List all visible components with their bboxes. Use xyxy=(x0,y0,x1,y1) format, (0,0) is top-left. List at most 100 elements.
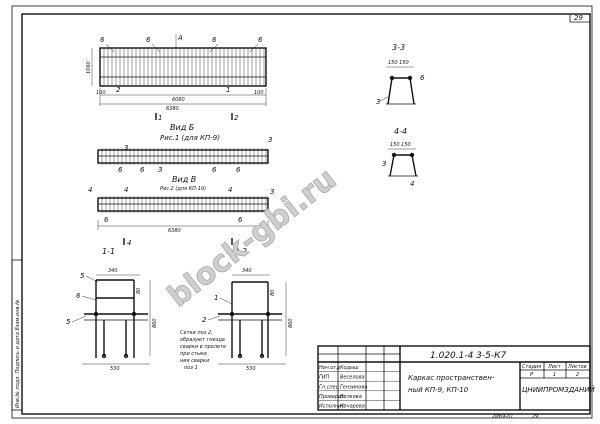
plan-rebar-ticks xyxy=(103,48,265,86)
side-strip-text: Инв.№ подл. Подпись и дата Взам.инв.№ xyxy=(15,300,21,408)
section-1-1-label-5b: 5 xyxy=(66,318,71,326)
title-block-role: Нач.отд xyxy=(319,365,340,371)
view-b-label-3c: 3 xyxy=(158,166,162,174)
section-3-3-label-6: 6 xyxy=(420,74,425,82)
plan-label-1: 1 xyxy=(226,86,230,94)
view-b-label-3b: 3 xyxy=(124,144,128,152)
section-2-2-dim-top: 340 xyxy=(242,268,252,274)
view-b-label-6d: 6 xyxy=(236,166,241,174)
title-block-person: Волкова xyxy=(340,394,362,400)
plan-view: 1060 100 6080 100 6380 1 2 6 6 6 6 A 2 1 xyxy=(86,34,267,122)
view-c-label-3: 3 xyxy=(270,188,274,196)
title-block-sheets: Листов xyxy=(567,364,587,370)
note-line-3: сварки в пролете xyxy=(180,344,226,350)
section-1-1-title: 1-1 xyxy=(102,247,115,256)
title-block-role: Гл.спец xyxy=(319,384,340,390)
view-c-label-6b: 6 xyxy=(238,216,243,224)
view-b-title: Вид Б xyxy=(170,123,195,132)
view-c-ticks xyxy=(101,196,267,213)
section-2-2-label-2: 2 xyxy=(202,316,207,324)
outer-frame xyxy=(11,5,593,419)
view-c-dim-length: 6380 xyxy=(168,228,181,234)
section-1-1-dim-top: 340 xyxy=(108,268,118,274)
plan-dim-length: 6380 xyxy=(166,106,179,112)
title-block-person: Кочарова xyxy=(340,404,365,410)
section-2-2-title: 2-2 xyxy=(234,247,247,256)
bottom-page-number: 29 xyxy=(532,414,538,420)
plan-marker-2: 2 xyxy=(234,114,239,122)
section-1-1-dim-bottom: 530 xyxy=(110,366,120,372)
plan-dim-inner: 6080 xyxy=(172,97,185,103)
note-line-6: поз 1 xyxy=(184,365,198,371)
section-1-1-dim-small: 80 xyxy=(136,288,142,294)
view-b-label-6a: 6 xyxy=(118,166,123,174)
section-2-2-dim-bottom: 530 xyxy=(246,366,256,372)
title-block-role: Исполнил xyxy=(319,404,346,410)
section-1-1-dim-height: 860 xyxy=(152,318,158,328)
view-b-label-3: 3 xyxy=(268,136,272,144)
section-4-4-dims: 150 150 xyxy=(390,142,411,148)
plan-mark-6a: 6 xyxy=(100,36,105,44)
view-c-label-4c: 4 xyxy=(228,186,232,194)
plan-marker-1: 1 xyxy=(158,114,162,122)
note-line-1: Сетки поз 2, xyxy=(180,330,213,336)
title-block-code: 1.020.1-4 3-5-К7 xyxy=(430,351,507,361)
section-4-4-label-4: 4 xyxy=(410,180,414,188)
plan-dim-left: 100 xyxy=(96,90,106,96)
section-4-4-label-3: 3 xyxy=(382,160,386,168)
view-c-label-4a: 4 xyxy=(88,186,92,194)
section-1-1-label-5: 5 xyxy=(80,272,85,280)
section-4-4: 4-4 150 150 3 4 xyxy=(382,127,418,188)
inner-frame xyxy=(21,13,591,415)
view-b-label-6c: 6 xyxy=(212,166,217,174)
title-block-sheet: Лист xyxy=(547,364,562,370)
section-2-2-label-1: 1 xyxy=(214,294,218,302)
section-2-2-dim-height: 860 xyxy=(288,318,294,328)
plan-label-2: 2 xyxy=(116,86,121,94)
section-1-1-label-6: 6 xyxy=(76,292,81,300)
title-block-person: Кодыш xyxy=(340,365,359,371)
view-b: Вид Б Рис.1 (для КП-9) 3 3 6 6 6 6 3 xyxy=(97,123,272,174)
plan-mark-6b: 6 xyxy=(146,36,151,44)
section-3-3: 3-3 150 150 6 3 xyxy=(376,43,425,106)
plan-dim-right: 100 xyxy=(254,90,264,96)
title-block-sheet-v: 1 xyxy=(553,372,556,378)
plan-mark-A: A xyxy=(177,34,183,42)
title-block-role: ГИП xyxy=(319,375,330,381)
view-c-title: Вид В xyxy=(172,175,196,184)
section-2-2-dim-small: 80 xyxy=(270,290,276,296)
note-line-5: ния сварки xyxy=(180,358,210,364)
section-1-1: 1-1 340 860 80 530 5 6 5 xyxy=(66,247,158,372)
title-block-stage-v: Р xyxy=(530,372,533,378)
section-3-3-title: 3-3 xyxy=(392,43,405,52)
view-c-label-6a: 6 xyxy=(104,216,109,224)
page-corner-number: 29 xyxy=(574,14,583,22)
view-b-sub: Рис.1 (для КП-9) xyxy=(160,134,220,142)
title-block-name-2: ный КП-9, КП-10 xyxy=(408,386,469,394)
title-block-person: Веселова xyxy=(340,375,365,381)
section-3-3-label-3: 3 xyxy=(376,98,380,106)
note-line-2: образуют гнезда xyxy=(180,337,225,343)
view-b-ticks xyxy=(101,148,267,165)
section-3-3-dims: 150 150 xyxy=(388,60,409,66)
title-block-stage: Стадия xyxy=(522,364,541,370)
view-c-marker-4a: 4 xyxy=(127,239,131,247)
watermark: block-gbi.ru xyxy=(161,162,343,315)
title-block-role: Проверил xyxy=(319,394,345,400)
side-strip xyxy=(11,259,23,411)
note: Сетки поз 2, образуют гнезда сварки в пр… xyxy=(180,330,226,371)
view-b-label-6b: 6 xyxy=(140,166,145,174)
note-line-4: при стыке xyxy=(180,351,207,357)
view-c-label-4b: 4 xyxy=(124,186,128,194)
plan-mark-6d: 6 xyxy=(258,36,263,44)
inventory-number: 2И69-01 xyxy=(492,414,513,420)
view-c: Вид В Рис.2 (для КП-10) 4 4 4 6 6 3 6380… xyxy=(88,175,274,247)
title-block-person: Гензинова xyxy=(340,384,367,390)
title-block-org: ЦНИИПРОМЗДАНИЙ xyxy=(522,385,595,394)
title-block-name-1: Каркас пространствен- xyxy=(408,374,495,382)
view-c-sub: Рис.2 (для КП-10) xyxy=(160,186,206,192)
section-4-4-title: 4-4 xyxy=(394,127,407,136)
